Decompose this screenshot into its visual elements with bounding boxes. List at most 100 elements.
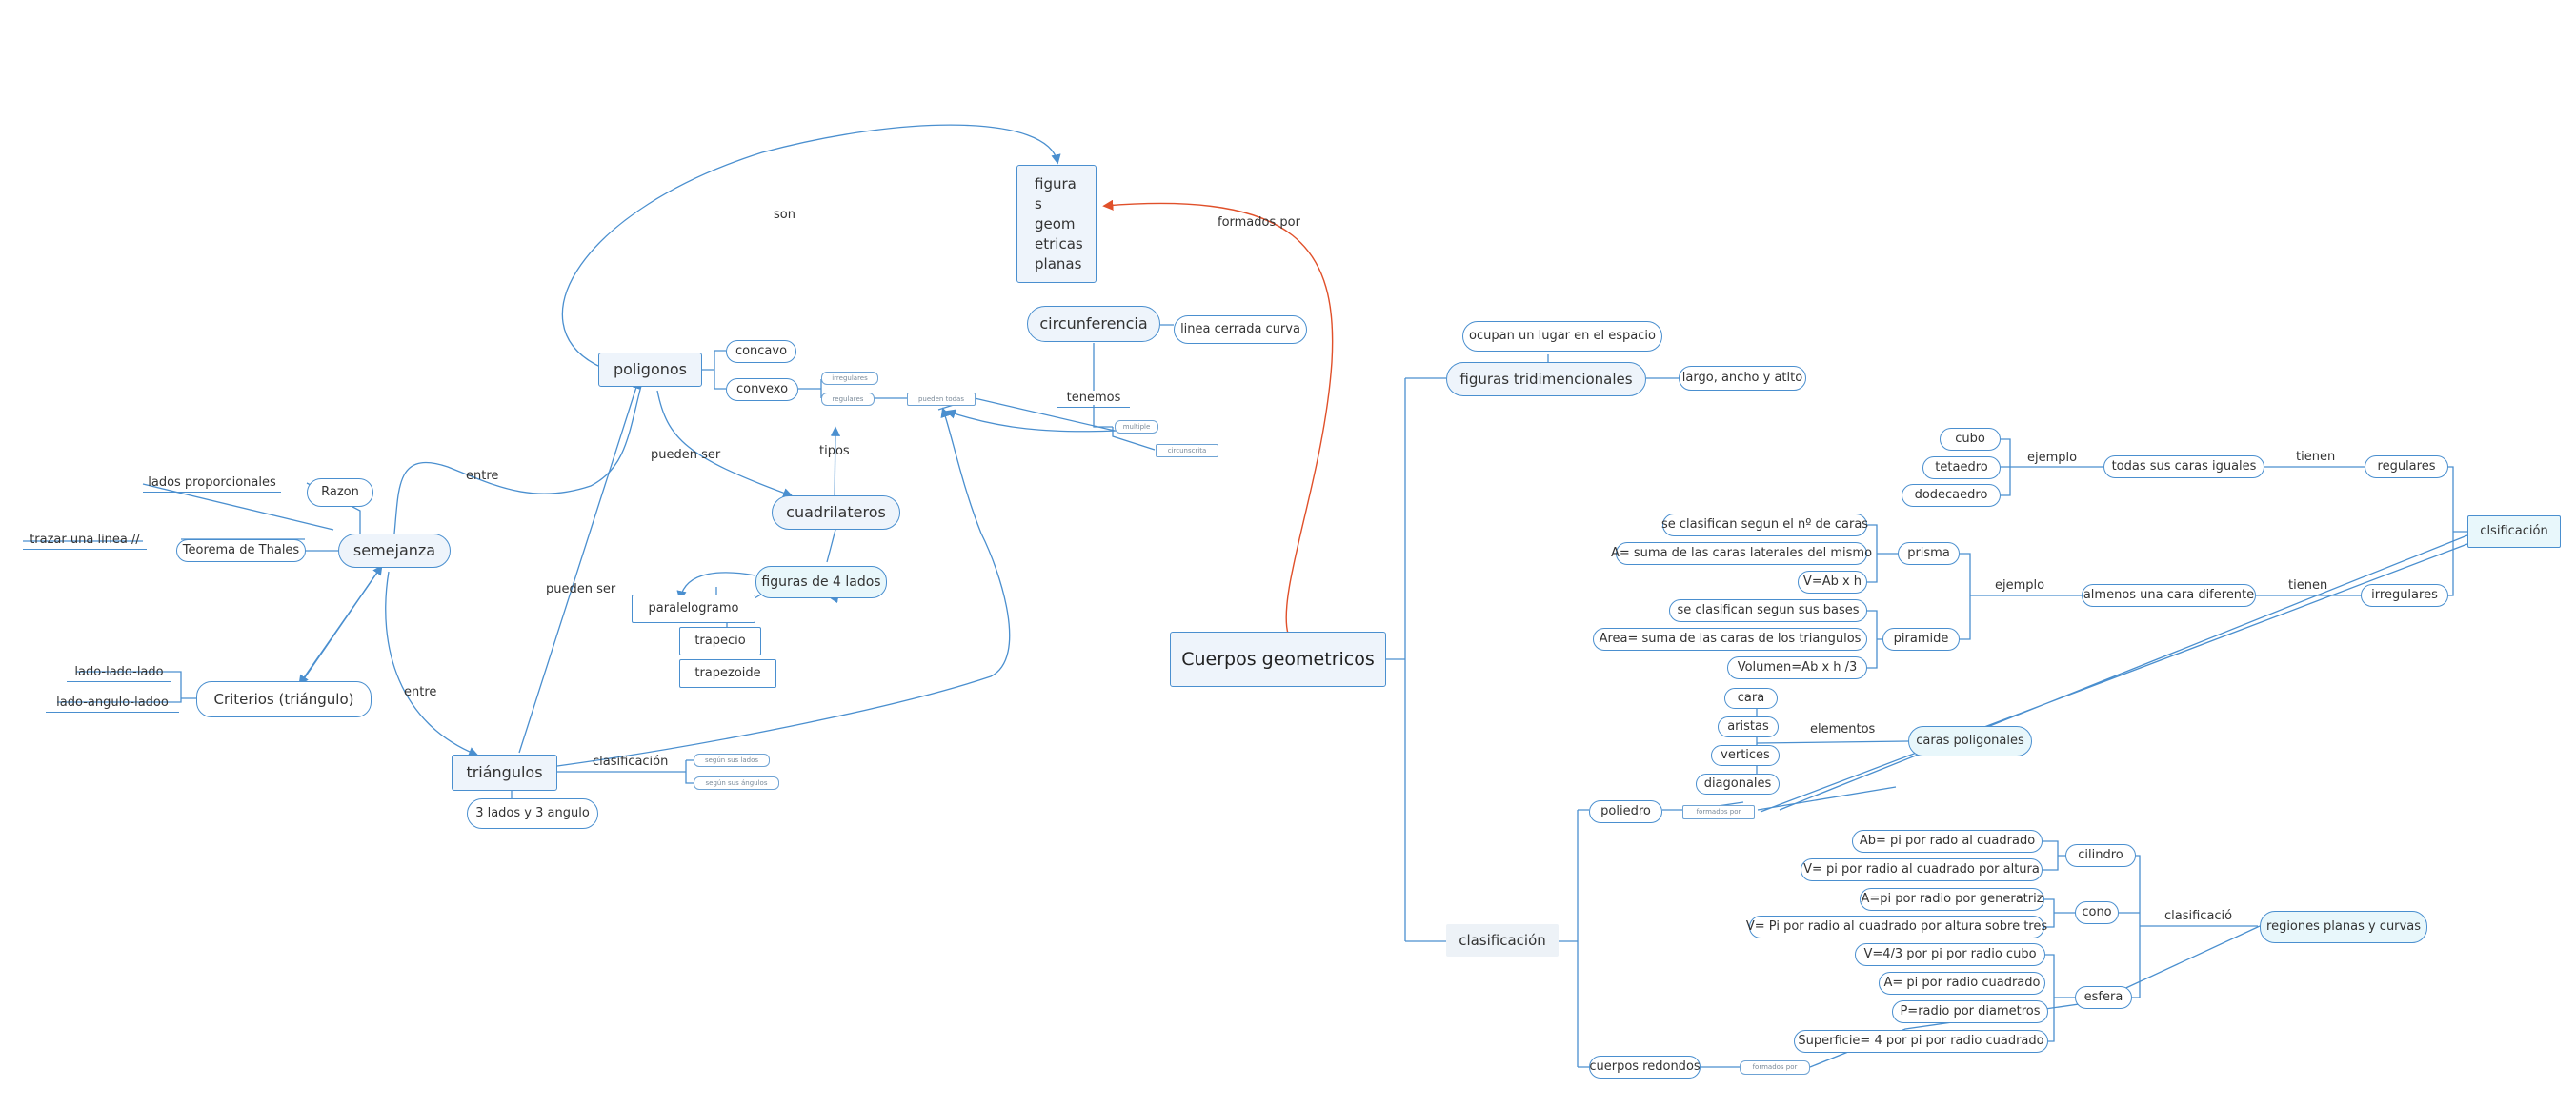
- cubo-node[interactable]: cubo: [1940, 428, 2001, 451]
- volumen-node[interactable]: Volumen=Ab x h /3: [1727, 656, 1867, 679]
- ocupan-espacio-node[interactable]: ocupan un lugar en el espacio: [1462, 321, 1662, 352]
- figuras-geometricas-planas-node[interactable]: figura s geom etricas planas: [1016, 165, 1097, 283]
- figuras-line-2: s: [1035, 194, 1042, 212]
- v-pi-r2-h-node[interactable]: V= pi por radio al cuadrado por altura: [1801, 858, 2043, 881]
- aristas-node[interactable]: aristas: [1718, 716, 1779, 737]
- formados-por-tiny-1[interactable]: formados por: [1682, 805, 1755, 819]
- segun-angulos-tiny[interactable]: según sus ángulos: [694, 776, 779, 790]
- lado-angulo-lado-node[interactable]: lado-angulo-ladoo: [46, 694, 179, 713]
- cuadrilateros-node[interactable]: cuadrilateros: [772, 495, 900, 530]
- circunferencia-node[interactable]: circunferencia: [1027, 306, 1160, 342]
- lado-lado-lado-node[interactable]: lado-lado-lado: [67, 663, 171, 682]
- link-elements-caras: [1756, 740, 1909, 744]
- linea-cerrada-curva-node[interactable]: linea cerrada curva: [1174, 315, 1307, 344]
- regulares-node[interactable]: regulares: [2365, 455, 2448, 478]
- convexo-node[interactable]: convexo: [726, 378, 798, 401]
- cuerpos-redondos-node[interactable]: cuerpos redondos: [1589, 1056, 1701, 1079]
- label-entre-1: entre: [466, 469, 499, 483]
- link-esfera-group: [2045, 954, 2075, 1042]
- ab-pi-r2-node[interactable]: Ab= pi por rado al cuadrado: [1852, 830, 2043, 853]
- superficie-node[interactable]: Superficie= 4 por pi por radio cuadrado: [1794, 1030, 2048, 1053]
- cara-node[interactable]: cara: [1724, 688, 1778, 709]
- link-pueden-ser-1: [656, 390, 794, 498]
- link-clasificacion-trunk: [1559, 809, 1589, 1068]
- dodecaedro-node[interactable]: dodecaedro: [1902, 484, 2001, 507]
- tres-lados-node[interactable]: 3 lados y 3 angulo: [467, 798, 598, 829]
- link-pueden-ser-2: [518, 378, 641, 754]
- irregulares-tiny[interactable]: irregulares: [821, 372, 878, 385]
- v-cono-node[interactable]: V= Pi por radio al cuadrado por altura s…: [1746, 916, 2047, 938]
- p-esfera-node[interactable]: P=radio por diametros: [1892, 1000, 2048, 1023]
- concavo-node[interactable]: concavo: [726, 340, 796, 363]
- cuerpos-geometricos-root[interactable]: Cuerpos geometricos: [1170, 632, 1386, 687]
- largo-ancho-alto-node[interactable]: largo, ancho y atlto: [1679, 366, 1806, 391]
- link-entre-2: [385, 571, 479, 756]
- v-esfera-node[interactable]: V=4/3 por pi por radio cubo: [1855, 943, 2045, 966]
- link-piramide-group: [1867, 610, 1882, 669]
- link-cono-group: [2044, 898, 2075, 928]
- formados-por-tiny-2[interactable]: formados por: [1740, 1060, 1810, 1075]
- multiple-tiny[interactable]: multiple: [1115, 420, 1158, 434]
- tenemos-node[interactable]: tenemos: [1057, 389, 1130, 408]
- se-clasifican-caras-node[interactable]: se clasifican segun el nº de caras: [1661, 514, 1868, 536]
- link-cilindro-group: [2043, 840, 2065, 871]
- link-cubo-group: [1991, 438, 2103, 496]
- razon-node[interactable]: Razon: [307, 478, 373, 507]
- teorema-thales-node[interactable]: Teorema de Thales: [176, 539, 306, 562]
- trapezoide-node[interactable]: trapezoide: [679, 659, 776, 688]
- link-thales-criterios: [298, 566, 382, 686]
- label-elementos: elementos: [1810, 722, 1876, 736]
- semejanza-node[interactable]: semejanza: [338, 534, 451, 568]
- label-son: son: [774, 208, 795, 222]
- cilindro-node[interactable]: cilindro: [2065, 844, 2136, 867]
- label-ejemplo-1: ejemplo: [2027, 451, 2078, 465]
- criterios-node[interactable]: Criterios (triángulo): [196, 681, 372, 717]
- irregulares-node[interactable]: irregulares: [2361, 584, 2448, 607]
- esfera-node[interactable]: esfera: [2075, 986, 2132, 1009]
- lados-proporcionales-node[interactable]: lados proporcionales: [143, 474, 281, 493]
- piramide-node[interactable]: piramide: [1882, 628, 1960, 651]
- cono-node[interactable]: cono: [2075, 901, 2119, 924]
- almenos-cara-diferente-node[interactable]: almenos una cara diferente: [2082, 584, 2256, 607]
- se-clasifican-bases-node[interactable]: se clasifican segun sus bases: [1669, 599, 1867, 622]
- suma-caras-laterales-node[interactable]: A= suma de las caras laterales del mismo: [1611, 542, 1872, 565]
- figuras-4-lados-node[interactable]: figuras de 4 lados: [755, 566, 887, 598]
- a-esfera-node[interactable]: A= pi por radio cuadrado: [1879, 972, 2045, 995]
- clasificacion-right-node[interactable]: clsificación: [2467, 515, 2561, 548]
- link-esfera-regiones: [2104, 925, 2261, 998]
- circunscrita-tiny[interactable]: circunscrita: [1156, 444, 1218, 457]
- vertices-node[interactable]: vertices: [1711, 745, 1780, 766]
- tetaedro-node[interactable]: tetaedro: [1922, 456, 2001, 479]
- label-pueden-ser-2: pueden ser: [546, 582, 616, 596]
- triangulos-node[interactable]: triángulos: [452, 755, 557, 791]
- trapecio-node[interactable]: trapecio: [679, 627, 761, 655]
- link-multiple-circ: [945, 409, 1118, 433]
- pueden-todas-tiny[interactable]: pueden todas: [907, 393, 976, 406]
- label-tienen-1: tienen: [2296, 450, 2336, 464]
- figuras-line-4: etricas: [1035, 234, 1083, 252]
- link-poligonos-branches: [702, 350, 726, 390]
- clasificacion-node[interactable]: clasificación: [1446, 924, 1559, 957]
- label-ejemplo-2: ejemplo: [1995, 578, 2045, 593]
- figuras-tridimencionales-node[interactable]: figuras tridimencionales: [1446, 362, 1646, 396]
- a-pi-r-g-node[interactable]: A=pi por radio por generatriz: [1860, 888, 2044, 911]
- v-ab-h-node[interactable]: V=Ab x h: [1798, 571, 1867, 594]
- trazar-linea-node[interactable]: trazar una linea //: [23, 531, 147, 550]
- todas-caras-iguales-node[interactable]: todas sus caras iguales: [2103, 455, 2264, 478]
- diagonales-node[interactable]: diagonales: [1696, 774, 1780, 795]
- regiones-planas-node[interactable]: regiones planas y curvas: [2260, 911, 2427, 943]
- figuras-line-1: figura: [1035, 174, 1077, 192]
- area-suma-triangulos-node[interactable]: Area= suma de las caras de los triangulo…: [1593, 628, 1867, 651]
- link-formados-por-red: [1102, 199, 1334, 635]
- poliedro-node[interactable]: poliedro: [1589, 800, 1662, 823]
- regulares-tiny[interactable]: regulares: [821, 393, 875, 406]
- label-pueden-ser-1: pueden ser: [651, 448, 721, 462]
- caras-poligonales-node[interactable]: caras poligonales: [1908, 726, 2032, 756]
- label-clasificacio: clasificació: [2164, 909, 2233, 923]
- label-tipos: tipos: [819, 444, 850, 458]
- segun-lados-tiny[interactable]: según sus lados: [694, 754, 770, 767]
- link-root-trunk: [1386, 377, 1446, 942]
- paralelogramo-node[interactable]: paralelogramo: [632, 595, 755, 623]
- prisma-node[interactable]: prisma: [1898, 542, 1960, 565]
- poligonos-node[interactable]: poligonos: [598, 353, 702, 387]
